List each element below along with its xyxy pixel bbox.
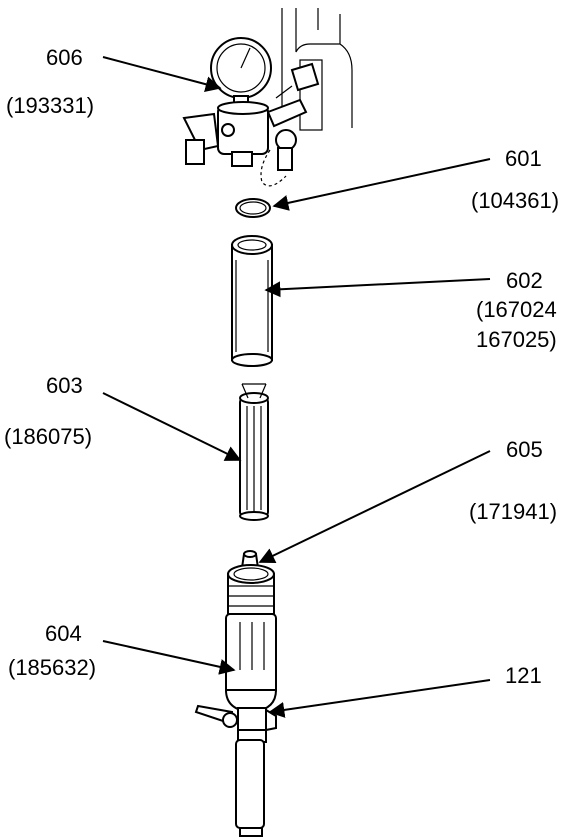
callout-labels: 606 (193331) 601 (104361) 602 (167024 16… — [4, 45, 559, 688]
leader-605 — [258, 450, 491, 563]
callout-121-number: 121 — [505, 663, 542, 688]
leader-lines — [102, 56, 491, 718]
callout-605-part-number: (171941) — [469, 499, 557, 524]
callout-601-number: 601 — [505, 146, 542, 171]
callout-602-part-number-1: (167024 — [476, 297, 557, 322]
callout-603-number: 603 — [46, 373, 83, 398]
o-ring-601 — [235, 198, 271, 218]
manifold-assembly-606 — [182, 8, 353, 187]
callout-605-number: 605 — [506, 437, 543, 462]
callout-601-part-number: (104361) — [471, 188, 559, 213]
leader-601 — [272, 158, 491, 211]
leader-602 — [264, 278, 491, 298]
filter-element-602 — [231, 235, 273, 367]
callout-604-number: 604 — [45, 621, 82, 646]
callout-602-number: 602 — [506, 268, 543, 293]
leader-603 — [102, 392, 242, 461]
leader-604 — [102, 640, 236, 675]
callout-603-part-number: (186075) — [4, 424, 92, 449]
leader-606 — [102, 56, 222, 93]
leader-121 — [268, 679, 491, 718]
callout-602-part-number-2: 167025) — [476, 327, 557, 352]
filter-bowl-604 — [224, 564, 278, 714]
callout-606-number: 606 — [46, 45, 83, 70]
filter-support-603 — [239, 383, 269, 521]
drain-valve-121 — [194, 704, 277, 837]
callout-604-part-number: (185632) — [8, 655, 96, 680]
callout-606-part-number: (193331) — [6, 93, 94, 118]
